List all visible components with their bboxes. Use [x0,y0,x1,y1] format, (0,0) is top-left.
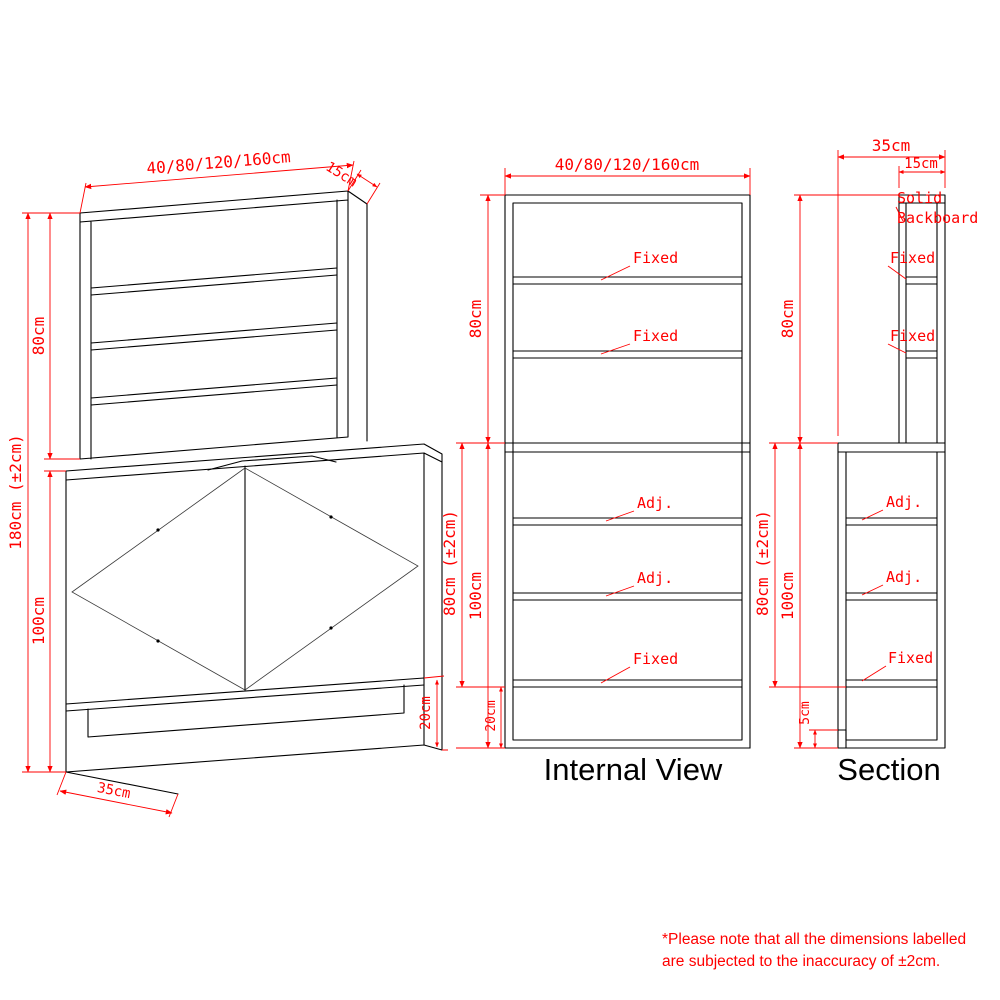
total-height-dimension-label: 180cm (±2cm) [6,434,25,550]
dimension-hutch-height: 80cm [29,212,80,460]
hutch-outline [79,190,368,460]
section-lower-height-label: 100cm [778,572,797,620]
internal-dimension-lower-height: 100cm [456,442,505,749]
section-backboard-annotation: Solid Backboard [895,189,978,227]
hutch-shelves [90,267,338,406]
section-shelf1-label: Fixed [890,249,935,267]
hutch-height-dimension-label: 80cm [29,317,48,356]
dimension-total-height: 180cm (±2cm) [6,212,80,773]
internal-plinth-label: 20cm [484,700,499,731]
internal-view: 40/80/120/160cm 80cm 80cm (±2cm) 100cm 2… [440,155,751,787]
section-dimension-hutch-depth: 15cm [898,156,946,188]
section-shelf5-label: Fixed [888,649,933,667]
internal-view-title: Internal View [544,752,723,787]
internal-shelf3-label: Adj. [637,494,673,512]
base-depth-dimension-label: 35cm [96,780,132,802]
cabinet-doors [65,455,425,738]
dimension-base-depth: 35cm [56,771,179,818]
section-shelf2-label: Fixed [890,327,935,345]
section-shelf-annotations: Fixed Fixed Adj. Adj. Fixed [861,249,935,682]
internal-shelves [504,276,751,688]
section-lower-cabinet [837,442,946,749]
section-dimension-tolerance: 80cm (±2cm) [753,442,846,688]
hutch-depth-dimension-label: 15cm [323,159,360,190]
dimension-base-height: 100cm [29,470,66,773]
internal-lower-height-label: 100cm [466,572,485,620]
internal-shelf1-label: Fixed [633,249,678,267]
section-shelf4-label: Adj. [886,568,922,586]
internal-dimension-tolerance: 80cm (±2cm) [440,442,505,688]
section-hutch-column [898,194,946,444]
section-backboard-label-line1: Solid [897,189,942,207]
section-tolerance-height-label: 80cm (±2cm) [753,510,772,616]
section-view-title: Section [837,752,940,787]
internal-shelf5-label: Fixed [633,650,678,668]
door-diamond-decoration [71,467,419,691]
internal-dimension-plinth: 20cm [484,686,503,749]
plinth-height-dimension-label: 20cm [418,696,434,730]
footnote: *Please note that all the dimensions lab… [662,931,966,970]
internal-shelf4-label: Adj. [637,569,673,587]
internal-shelf2-label: Fixed [633,327,678,345]
width-dimension-label: 40/80/120/160cm [146,147,292,178]
base-cabinet-outline [65,443,443,795]
footnote-line1: *Please note that all the dimensions lab… [662,931,966,948]
section-shelf3-label: Adj. [886,493,922,511]
section-top-height-label: 80cm [778,300,797,339]
section-view: 35cm 15cm 80cm 80cm (±2cm) 100cm [753,136,978,787]
internal-width-dimension-label: 40/80/120/160cm [555,155,700,174]
internal-outline [504,194,751,749]
internal-tolerance-height-label: 80cm (±2cm) [440,510,459,616]
section-dimension-bottom-offset: 5cm [798,701,838,749]
base-height-dimension-label: 100cm [29,597,48,645]
footnote-line2: are subjected to the inaccuracy of ±2cm. [662,953,940,970]
dimension-hutch-depth: 15cm [323,159,381,205]
section-dimension-top-height: 80cm [769,194,899,444]
internal-shelf-annotations: Fixed Fixed Adj. Adj. Fixed [600,249,678,684]
section-bottom-offset-label: 5cm [798,701,813,725]
perspective-view: 40/80/120/160cm 15cm 80cm 180cm (±2cm) 1… [6,147,448,818]
internal-top-height-label: 80cm [466,300,485,339]
door-diamond-dots [156,515,333,643]
section-dimension-depth: 35cm [837,136,946,436]
internal-dimension-width: 40/80/120/160cm [504,155,751,195]
dimension-plinth-height: 20cm [418,675,448,751]
section-lower-shelves [837,517,938,749]
internal-dimension-top-height: 80cm [456,194,505,444]
section-depth-label: 35cm [872,136,911,155]
section-backboard-label-line2: Backboard [897,209,978,227]
section-hutch-depth-label: 15cm [904,156,938,172]
